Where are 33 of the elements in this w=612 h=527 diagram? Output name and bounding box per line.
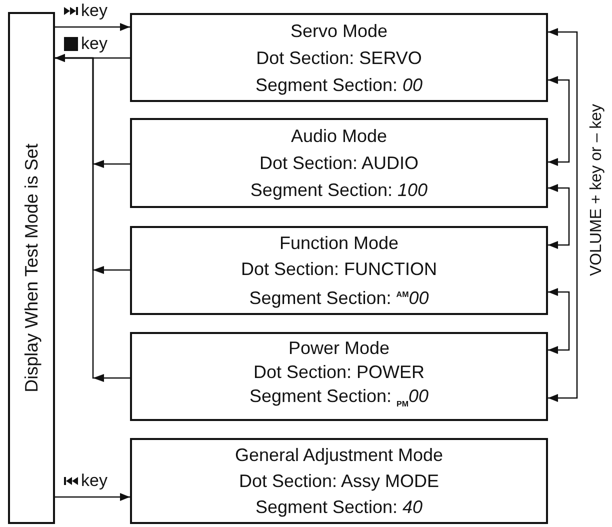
mode-title: Audio Mode [290, 124, 388, 148]
mode-box [130, 226, 548, 315]
mode-title: Power Mode [288, 337, 390, 360]
edge-label: key [81, 35, 108, 53]
mode-text: Segment Section: $_{PM}$00 [249, 385, 429, 411]
arrow [55, 493, 130, 501]
mode-text: Dot Section: SERVO [256, 46, 422, 70]
mode-box [130, 118, 548, 208]
panel-title: Display When Test Mode is Set [21, 144, 42, 392]
mode-title: Servo Mode [290, 20, 388, 42]
arrow [55, 23, 130, 31]
mode-text: Segment Section: 40 [255, 496, 423, 519]
mode-text: Dot Section: FUNCTION [240, 258, 438, 281]
edge-label: key [81, 2, 108, 20]
vertical-panel [8, 12, 55, 524]
arrow [548, 28, 578, 402]
arrow [548, 288, 570, 354]
mode-text: Dot Section: Assy MODE [238, 470, 440, 493]
mode-text: Dot Section: AUDIO [259, 152, 419, 175]
side-label: VOLUME + key or – key [588, 104, 606, 276]
arrow [55, 54, 130, 379]
mode-text: Segment Section: $^{AM}$00 [249, 287, 429, 310]
mode-text: Segment Section: 100 [250, 179, 428, 202]
arrow [548, 76, 570, 166]
arrow [548, 184, 570, 249]
mode-text: Segment Section: 00 [255, 74, 423, 96]
mode-title: General Adjustment Mode [234, 444, 444, 467]
mode-text: Dot Section: POWER [253, 361, 425, 384]
mode-title: Function Mode [279, 232, 399, 255]
edge-label: key [81, 472, 108, 490]
mode-box [130, 438, 548, 524]
mode-box [130, 332, 548, 421]
mode-box [130, 13, 548, 102]
